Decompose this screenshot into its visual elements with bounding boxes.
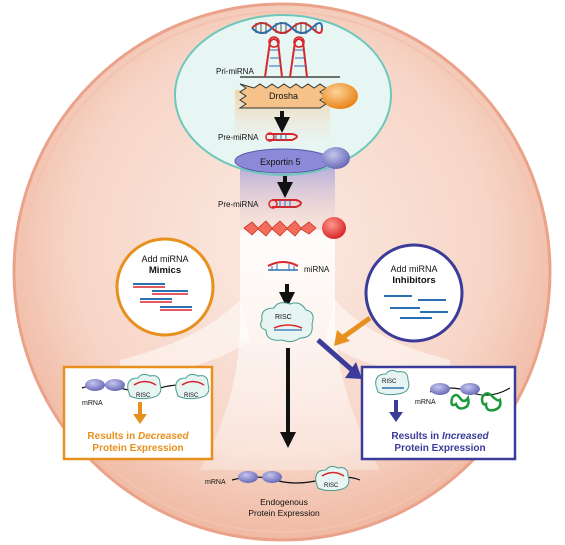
increased-risc-graphic [375,369,410,396]
decreased-risc2-label: RISC [184,393,199,399]
decreased-emph: Decreased [138,431,189,442]
exportin-label: Exportin 5 [260,157,301,167]
increased-down-arrow-head [389,412,403,422]
mirna-label: miRNA [304,265,330,274]
decreased-risc1-label: RISC [136,393,151,399]
arrow-risc-to-increased [316,338,354,372]
exportin-5-cap [322,147,350,169]
endogenous-line2: Protein Expression [248,508,320,518]
pre-mirna-nucleus [265,132,298,142]
inhibitors-circle [364,243,464,343]
inhibitors-line1: Add miRNA [390,264,437,274]
decreased-mrna-graphic [81,373,210,400]
pre-mirna-nucleus-label: Pre-miRNA [218,133,259,142]
inhibitors-line2: Inhibitors [392,275,435,286]
mature-mirna [267,261,299,271]
mimics-line1: Add miRNA [141,254,188,264]
endogenous-mrna-label: mRNA [205,479,226,486]
decreased-line1: Results in Decreased [87,431,189,442]
pri-mirna-hairpins [240,36,340,78]
dna-helix [251,22,323,34]
mimic-duplexes [133,283,192,311]
dicer-enzyme [243,217,346,239]
increased-emph: Increased [442,431,490,442]
cell-membrane-inner [21,11,543,533]
arrow-risc-to-increased-head [345,362,362,379]
pre-mirna-cytoplasm [268,199,302,209]
increased-mrna-graphic [429,383,511,412]
decreased-down-arrow-head [133,414,147,424]
endogenous-line1: Endogenous [260,497,308,507]
arrow-inhibitors-to-risc [340,315,372,341]
arrow-inhibitors-to-risc-head [334,330,350,346]
decreased-prefix: Results in [87,431,138,442]
pathway-branches [120,300,450,380]
endogenous-mrna-graphic [231,465,361,492]
risc-center-label: RISC [275,314,292,321]
decreased-mrna-label: mRNA [82,400,103,407]
inhibitor-strands [384,295,448,319]
risc-center [260,302,314,343]
drosha-enzyme [238,83,358,109]
increased-line1: Results in Increased [391,431,489,442]
pre-mirna-cytoplasm-label: Pre-miRNA [218,200,259,209]
increased-risc-label: RISC [382,379,397,385]
increased-mrna-label: mRNA [415,399,436,406]
mimics-line2: Mimics [149,265,181,276]
increased-prefix: Results in [391,431,442,442]
endogenous-risc-label: RISC [324,483,339,489]
increased-line2: Protein Expression [394,443,485,454]
pri-mirna-label: Pri-miRNA [216,67,254,76]
decreased-line2: Protein Expression [92,443,183,454]
drosha-label: Drosha [269,91,298,101]
